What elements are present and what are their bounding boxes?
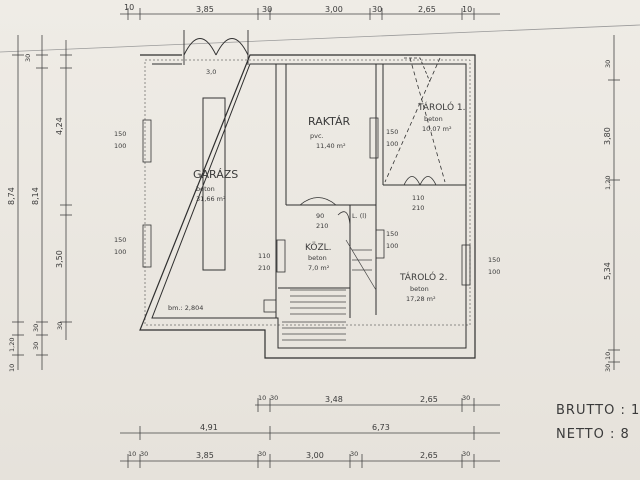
garage-car-outline — [202, 97, 226, 271]
dim-right-534: 5,34 — [603, 262, 612, 280]
dim-b1-4: 2,65 — [420, 395, 438, 404]
windows — [142, 117, 471, 286]
dim-right-380: 3,80 — [603, 127, 612, 145]
room-tarolo1-area: 10,07 m² — [422, 125, 452, 133]
dim-b3-6: 30 — [350, 450, 358, 458]
dim-b1-3: 3,48 — [325, 395, 343, 404]
dim-left-120: 1,20 — [8, 338, 16, 352]
garage-door-dim: 3,0 — [206, 68, 216, 76]
dim-top-2: 3,85 — [196, 5, 214, 14]
interior-walls — [275, 64, 466, 318]
dim-b3-4: 30 — [258, 450, 266, 458]
dim-b3-7: 2,65 — [420, 451, 438, 460]
bm-label: bm.: 2,804 — [168, 304, 203, 312]
dim-left-30a: 30 — [24, 54, 32, 62]
bottom-dimension-chains — [120, 398, 500, 468]
dim-right-10: 10 — [604, 352, 612, 360]
dim-left-10: 10 — [8, 364, 16, 372]
door-small-h: 210 — [316, 222, 328, 230]
dim-top-1: 10 — [124, 3, 134, 12]
room-raktar-floor: pvc. — [310, 132, 324, 140]
door-tarolo-w: 110 — [412, 194, 424, 202]
room-tarolo1-name: TÁROLÓ 1. — [417, 101, 466, 113]
dim-left-424: 4,24 — [55, 117, 64, 135]
dim-top-4: 3,00 — [325, 5, 343, 14]
room-tarolo1-floor: beton — [424, 115, 443, 123]
dim-b1-5: 30 — [462, 394, 470, 402]
left-dimension-chain — [12, 35, 72, 370]
room-kozl-area: 7,0 m² — [308, 264, 330, 272]
win-mid-w: 110 — [258, 252, 270, 260]
win-right-h: 100 — [488, 268, 500, 276]
win-mid-h: 210 — [258, 264, 270, 272]
dim-left-30c: 30 — [32, 324, 40, 332]
door-tarolo-h: 210 — [412, 204, 424, 212]
outer-walls — [139, 54, 476, 359]
room-tarolo2-name: TÁROLÓ 2. — [399, 271, 448, 283]
chimney — [263, 299, 277, 313]
room-raktar-name: RAKTÁR — [308, 115, 350, 128]
top-dimension-chain — [120, 8, 500, 20]
dim-b1-2: 30 — [270, 394, 278, 402]
room-kozl-name: KÖZL. — [305, 242, 332, 253]
win-side-w: 150 — [386, 230, 398, 238]
dim-left-814: 8,14 — [31, 187, 40, 205]
dim-b2-2: 6,73 — [372, 423, 390, 432]
dim-b1-1: 10 — [258, 394, 266, 402]
win-lb-w: 150 — [114, 236, 126, 244]
stairs — [282, 239, 377, 341]
win-lt-w: 150 — [114, 130, 126, 138]
dim-b3-5: 3,00 — [306, 451, 324, 460]
dim-right-30: 30 — [604, 60, 612, 68]
win-side-h: 100 — [386, 242, 398, 250]
dim-b2-1: 4,91 — [200, 423, 218, 432]
door-small-w: 90 — [316, 212, 324, 220]
room-garazs-area: 31,66 m² — [196, 195, 226, 203]
room-tarolo2-area: 17,28 m² — [406, 295, 436, 303]
room-garazs-name: GARÁZS — [193, 168, 238, 181]
dim-right-120: 1,20 — [604, 176, 612, 190]
lift-label: L. (l) — [352, 212, 367, 220]
sheet-fold-line — [0, 24, 640, 53]
room-kozl-floor: beton — [308, 254, 327, 262]
dim-left-350: 3,50 — [55, 250, 64, 268]
dim-top-6: 2,65 — [418, 5, 436, 14]
garage-door — [183, 30, 249, 65]
dim-top-7: 10 — [462, 5, 472, 14]
room-garazs-floor: beton — [196, 185, 215, 193]
win-right-w: 150 — [488, 256, 500, 264]
win-raktar-w: 150 — [386, 128, 398, 136]
interior-doors — [299, 57, 446, 226]
room-raktar-area: 11,40 m² — [316, 142, 346, 150]
dim-b3-3: 3,85 — [196, 451, 214, 460]
brutto-label: BRUTTO : 1 — [556, 403, 640, 418]
win-lb-h: 100 — [114, 248, 126, 256]
dim-top-3: 30 — [262, 5, 272, 14]
dim-left-30d: 30 — [32, 342, 40, 350]
netto-label: NETTO : 8 — [556, 427, 630, 442]
dim-left-874: 8,74 — [7, 187, 16, 205]
right-dimension-chain — [608, 35, 620, 370]
dim-b3-1: 10 — [128, 450, 136, 458]
room-tarolo2-floor: beton — [410, 285, 429, 293]
dim-b3-8: 30 — [462, 450, 470, 458]
win-raktar-h: 100 — [386, 140, 398, 148]
dim-top-5: 30 — [372, 5, 382, 14]
win-lt-h: 100 — [114, 142, 126, 150]
dim-left-30b: 30 — [56, 322, 64, 330]
dim-right-30b: 30 — [604, 364, 612, 372]
dim-b3-2: 30 — [140, 450, 148, 458]
